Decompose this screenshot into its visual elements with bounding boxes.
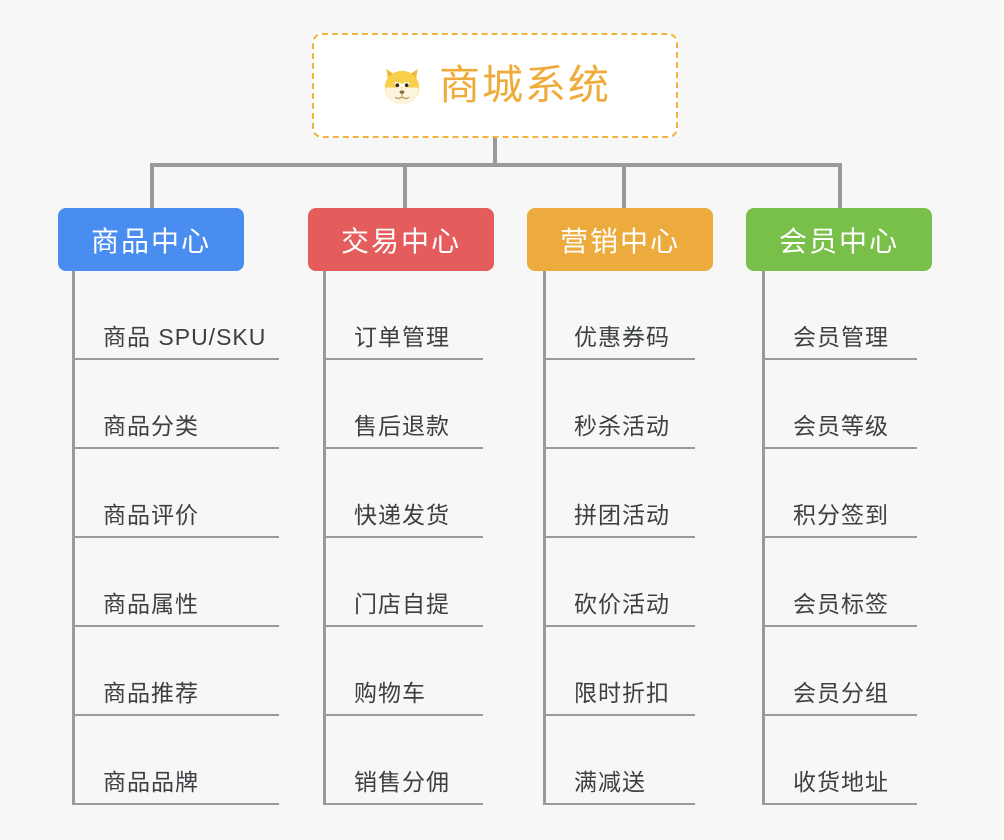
leaf-item-underline <box>323 803 483 805</box>
branch-header-会员中心[interactable]: 会员中心 <box>746 208 932 271</box>
connector-root-vertical <box>493 138 497 165</box>
leaf-item-underline <box>72 536 279 538</box>
branch-header-营销中心[interactable]: 营销中心 <box>527 208 713 271</box>
leaf-item-label: 商品评价 <box>103 502 199 528</box>
branch-stem <box>762 271 765 805</box>
branch-stem <box>323 271 326 805</box>
leaf-item-label: 优惠券码 <box>574 324 670 350</box>
leaf-item-label: 快递发货 <box>354 502 450 528</box>
leaf-item-underline <box>543 447 695 449</box>
leaf-item-underline <box>543 358 695 360</box>
leaf-item-underline <box>323 447 483 449</box>
leaf-item-label: 会员标签 <box>793 591 889 617</box>
leaf-item-underline <box>762 447 917 449</box>
leaf-item-label: 商品推荐 <box>103 680 199 706</box>
leaf-item-label: 积分签到 <box>793 502 889 528</box>
leaf-item-label: 会员等级 <box>793 413 889 439</box>
connector-drop-1 <box>150 163 154 210</box>
connector-horizontal-bus <box>150 163 842 167</box>
leaf-item-label: 砍价活动 <box>574 591 670 617</box>
leaf-item-underline <box>323 536 483 538</box>
leaf-item-underline <box>323 625 483 627</box>
connector-drop-2 <box>403 163 407 210</box>
leaf-item-underline <box>323 358 483 360</box>
leaf-item-underline <box>72 714 279 716</box>
leaf-item-underline <box>543 714 695 716</box>
leaf-item-label: 满减送 <box>574 769 646 795</box>
leaf-item-label: 商品分类 <box>103 413 199 439</box>
leaf-item-label: 商品 SPU/SKU <box>103 324 267 350</box>
leaf-item-underline <box>762 803 917 805</box>
leaf-item-underline <box>543 625 695 627</box>
leaf-item-label: 订单管理 <box>354 324 450 350</box>
leaf-item-label: 商品属性 <box>103 591 199 617</box>
leaf-item-underline <box>72 803 279 805</box>
leaf-item-label: 秒杀活动 <box>574 413 670 439</box>
branch-stem <box>543 271 546 805</box>
branch-stem <box>72 271 75 805</box>
shiba-dog-face-icon <box>379 63 425 109</box>
leaf-item-underline <box>323 714 483 716</box>
leaf-item-underline <box>762 358 917 360</box>
branch-header-商品中心[interactable]: 商品中心 <box>58 208 244 271</box>
connector-drop-3 <box>622 163 626 210</box>
leaf-item-underline <box>543 536 695 538</box>
leaf-item-label: 拼团活动 <box>574 502 670 528</box>
leaf-item-underline <box>72 625 279 627</box>
leaf-item-underline <box>72 447 279 449</box>
leaf-item-label: 购物车 <box>354 680 426 706</box>
root-node-title: 商城系统 <box>439 62 611 108</box>
leaf-item-label: 收货地址 <box>793 769 889 795</box>
leaf-item-label: 限时折扣 <box>574 680 670 706</box>
branch-header-交易中心[interactable]: 交易中心 <box>308 208 494 271</box>
leaf-item-underline <box>762 625 917 627</box>
leaf-item-label: 销售分佣 <box>354 769 450 795</box>
connector-drop-4 <box>838 163 842 210</box>
leaf-item-underline <box>762 714 917 716</box>
root-node-商城系统[interactable]: 商城系统 <box>312 33 678 138</box>
leaf-item-underline <box>762 536 917 538</box>
leaf-item-label: 会员管理 <box>793 324 889 350</box>
leaf-item-label: 门店自提 <box>354 591 450 617</box>
leaf-item-underline <box>72 358 279 360</box>
leaf-item-label: 会员分组 <box>793 680 889 706</box>
leaf-item-label: 售后退款 <box>354 413 450 439</box>
leaf-item-underline <box>543 803 695 805</box>
leaf-item-label: 商品品牌 <box>103 769 199 795</box>
